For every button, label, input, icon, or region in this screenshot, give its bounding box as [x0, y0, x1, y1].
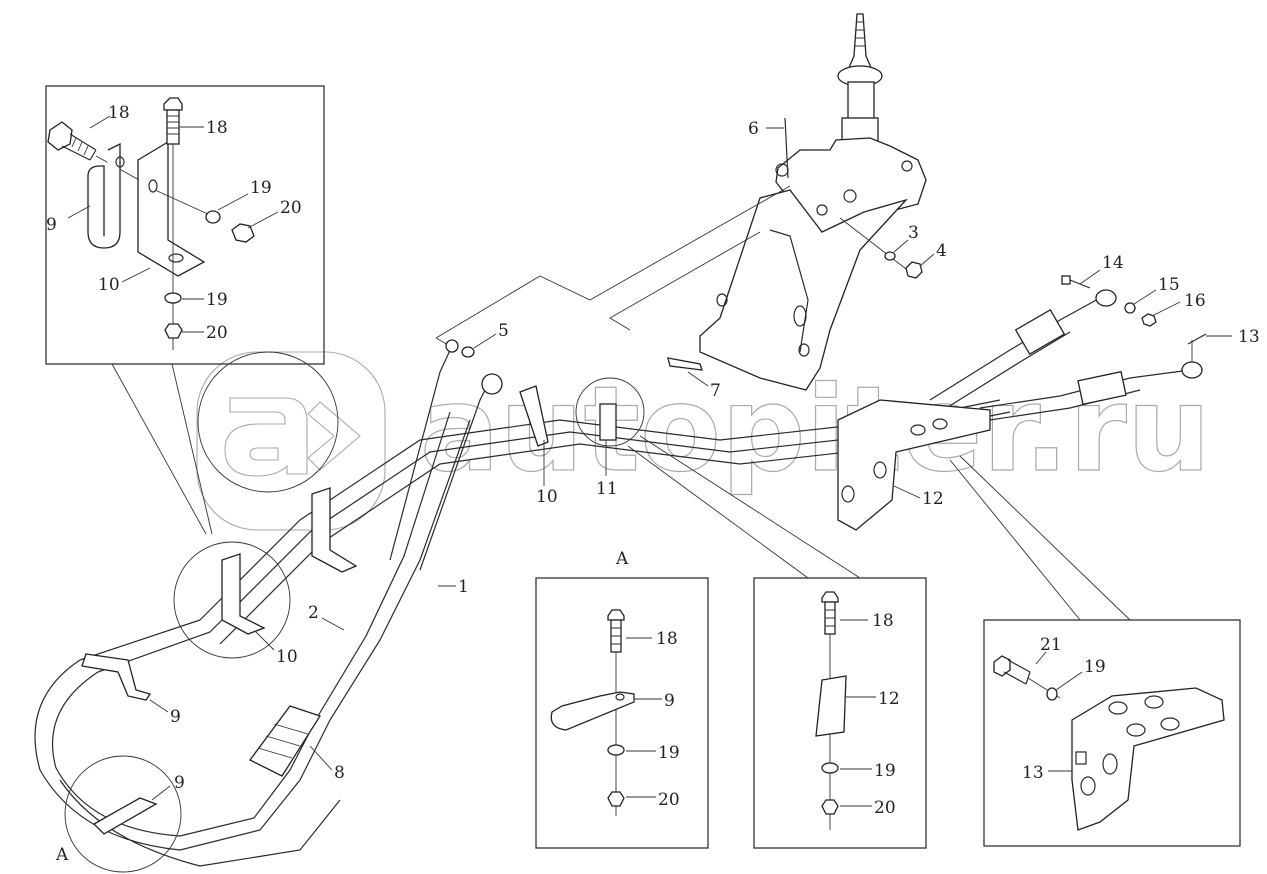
callout-17: 16: [1184, 291, 1206, 311]
callout-14: 13: [1238, 327, 1260, 347]
detail-circle: [575, 377, 645, 447]
callout-13: 12: [922, 489, 944, 509]
callout-label: 18: [108, 103, 130, 123]
watermark-a-glyph: [224, 397, 308, 477]
callout-label: 19: [874, 761, 896, 781]
cable-bundle: [34, 297, 1191, 867]
callout-4: 4: [936, 241, 947, 261]
callout-1: 1: [458, 577, 469, 597]
ball-joint-icon: [1095, 289, 1117, 307]
callout-label: 19: [658, 743, 680, 763]
washer-icon: [164, 292, 182, 304]
clamp-9-shape: [550, 691, 635, 731]
callout-label: 19: [206, 290, 228, 310]
inset-clamp: 18 12 19 20: [753, 577, 927, 849]
clamp-9-main-shape: [81, 653, 152, 701]
callout-6: 6: [748, 119, 759, 139]
detail-circle: [197, 351, 339, 493]
watermark-badge: [196, 351, 386, 531]
callout-label: 9: [46, 215, 57, 235]
clamp-12-shape: [599, 403, 617, 441]
bracket-10-main-shape: [221, 553, 266, 635]
washer-icon: [1046, 687, 1058, 701]
callout-label: 18: [206, 118, 228, 138]
bolt-icon: [993, 655, 1031, 685]
callout-9a: 9: [170, 707, 181, 727]
inset-A: 18 9 19 20: [535, 577, 709, 849]
inset-A-title: A: [615, 549, 629, 569]
bolt-icon: [821, 591, 839, 635]
callout-label: 18: [872, 611, 894, 631]
inset-support: 21 19 13: [983, 619, 1241, 847]
callout-8: 8: [334, 763, 345, 783]
shift-lever-assembly: [667, 13, 927, 391]
callout-label: 19: [250, 178, 272, 198]
callout-label: 19: [1084, 657, 1106, 677]
bolt-icon: [47, 121, 97, 161]
bolt-icon: [1061, 275, 1091, 289]
pin-14-shape: [1187, 333, 1207, 345]
callout-label: 20: [874, 798, 896, 818]
ball-joint-icon: [1181, 361, 1203, 379]
ball-joint-icon: [445, 339, 459, 353]
callout-label: 9: [664, 691, 675, 711]
washer-icon: [205, 210, 221, 224]
callout-7: 7: [710, 381, 721, 401]
bolt-icon: [607, 609, 625, 653]
callout-11: 10: [536, 487, 558, 507]
washer-icon: [1124, 302, 1136, 314]
callout-16: 15: [1158, 275, 1180, 295]
callout-15: 14: [1102, 253, 1124, 273]
detail-circle: [173, 541, 291, 659]
bolt-icon: [163, 97, 183, 145]
washer-icon: [884, 251, 896, 261]
ball-joint-icon: [481, 373, 503, 395]
callout-label: 10: [98, 275, 120, 295]
watermark: autopiter.ru: [196, 351, 1211, 531]
nut-icon: [607, 791, 625, 807]
nut-icon: [821, 799, 839, 815]
bracket-10-main-shape: [311, 487, 358, 573]
callout-3: 3: [908, 223, 919, 243]
callout-label: 20: [658, 790, 680, 810]
callout-label: 21: [1040, 635, 1062, 655]
callout-label: 20: [206, 323, 228, 343]
clamp-11-shape: [519, 385, 549, 447]
callout-9b: 9: [174, 773, 185, 793]
marker-A: A: [55, 845, 69, 865]
callout-label: 12: [878, 689, 900, 709]
nut-icon: [231, 223, 255, 243]
callout-label: 13: [1022, 763, 1044, 783]
washer-icon: [461, 346, 475, 358]
callout-5: 5: [498, 321, 509, 341]
clamp-9-shape: [87, 142, 121, 249]
washer-icon: [607, 744, 625, 756]
callout-label: 18: [656, 629, 678, 649]
nut-icon: [164, 323, 183, 339]
inset-bracket: 18 18 9 19 20 10 19 20: [45, 85, 325, 365]
callout-2: 2: [308, 603, 319, 623]
washer-icon: [821, 762, 839, 774]
watermark-arrow-glyph: [307, 401, 361, 471]
support-13-shape: [1071, 687, 1225, 831]
clamp-12-shape: [815, 675, 847, 737]
nut-icon: [1141, 313, 1157, 327]
support-13-shape: [837, 399, 991, 531]
clamp-9-main-shape: [92, 797, 158, 835]
nut-icon: [905, 261, 923, 279]
pin-6-shape: [784, 117, 789, 179]
callout-10: 10: [276, 647, 298, 667]
callout-label: 20: [280, 198, 302, 218]
detail-circle-A: [64, 755, 182, 873]
callout-12: 11: [596, 479, 618, 499]
